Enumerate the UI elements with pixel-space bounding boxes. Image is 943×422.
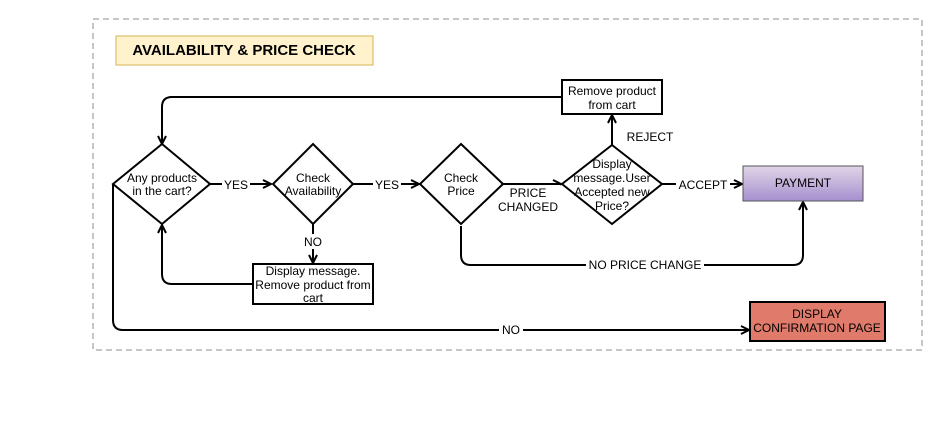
edge-label-yes-1: YES bbox=[222, 177, 250, 192]
diamond-shape bbox=[111, 142, 212, 226]
svg-text:Display: Display bbox=[592, 157, 631, 171]
svg-text:YES: YES bbox=[224, 178, 248, 192]
title-text: AVAILABILITY & PRICE CHECK bbox=[132, 42, 356, 59]
edge-label-no-availability: NO bbox=[302, 234, 324, 249]
diamond-shape bbox=[560, 143, 664, 226]
svg-text:Check: Check bbox=[296, 171, 331, 185]
process-box bbox=[252, 263, 374, 305]
svg-text:PRICE: PRICE bbox=[510, 186, 547, 200]
svg-text:NO: NO bbox=[304, 235, 322, 249]
edge-no-products bbox=[112, 184, 748, 330]
node-user-accepted-price-decision: Display message.User Accepted new Price? bbox=[560, 143, 664, 226]
node-remove-product-box: Remove product from cart bbox=[561, 79, 663, 115]
node-payment-box: PAYMENT bbox=[742, 165, 864, 202]
svg-text:Accepted new: Accepted new bbox=[574, 185, 650, 199]
node-any-products-decision: Any products in the cart? bbox=[111, 142, 212, 226]
svg-text:CONFIRMATION PAGE: CONFIRMATION PAGE bbox=[753, 321, 881, 335]
svg-text:DISPLAY: DISPLAY bbox=[792, 307, 842, 321]
edge-message-to-any-products bbox=[162, 226, 252, 285]
svg-text:message.User: message.User bbox=[573, 171, 650, 185]
svg-text:Check: Check bbox=[444, 171, 479, 185]
svg-text:from cart: from cart bbox=[588, 98, 636, 112]
svg-text:Display message.: Display message. bbox=[266, 264, 361, 278]
process-box bbox=[742, 165, 864, 202]
process-box bbox=[561, 79, 663, 115]
process-box bbox=[749, 301, 886, 342]
svg-text:CHANGED: CHANGED bbox=[498, 200, 558, 214]
svg-text:YES: YES bbox=[375, 178, 399, 192]
node-display-message-remove-box: Display message. Remove product from car… bbox=[252, 263, 374, 305]
svg-text:NO PRICE CHANGE: NO PRICE CHANGE bbox=[589, 258, 702, 272]
edge-label-no-products: NO bbox=[499, 322, 523, 337]
svg-text:Price: Price bbox=[447, 184, 475, 198]
edge-label-accept: ACCEPT bbox=[676, 177, 730, 192]
edge-label-yes-2: YES bbox=[373, 177, 401, 192]
edge-label-no-price-change: NO PRICE CHANGE bbox=[586, 258, 704, 273]
node-display-confirmation-box: DISPLAY CONFIRMATION PAGE bbox=[749, 301, 886, 342]
svg-text:Price?: Price? bbox=[595, 199, 629, 213]
title-box bbox=[115, 35, 374, 66]
diagram-title: AVAILABILITY & PRICE CHECK bbox=[115, 35, 374, 66]
svg-text:ACCEPT: ACCEPT bbox=[679, 178, 728, 192]
container-frame bbox=[92, 18, 923, 351]
node-check-availability-decision: Check Availability bbox=[271, 142, 355, 226]
diamond-shape bbox=[418, 142, 505, 226]
edge-remove-to-any-products bbox=[162, 96, 562, 143]
edge-label-reject: REJECT bbox=[627, 130, 674, 144]
svg-text:in the cart?: in the cart? bbox=[132, 184, 192, 198]
svg-text:Any products: Any products bbox=[127, 171, 197, 185]
svg-text:PAYMENT: PAYMENT bbox=[775, 176, 832, 190]
svg-text:cart: cart bbox=[303, 291, 324, 305]
svg-text:Remove product: Remove product bbox=[568, 84, 657, 98]
diamond-shape bbox=[271, 142, 355, 226]
svg-text:NO: NO bbox=[502, 323, 520, 337]
svg-text:Remove product from: Remove product from bbox=[255, 278, 370, 292]
edge-label-price-changed: PRICE CHANGED bbox=[498, 185, 560, 214]
svg-text:Availability: Availability bbox=[285, 184, 341, 198]
svg-text:REJECT: REJECT bbox=[627, 130, 674, 144]
node-check-price-decision: Check Price bbox=[418, 142, 505, 226]
